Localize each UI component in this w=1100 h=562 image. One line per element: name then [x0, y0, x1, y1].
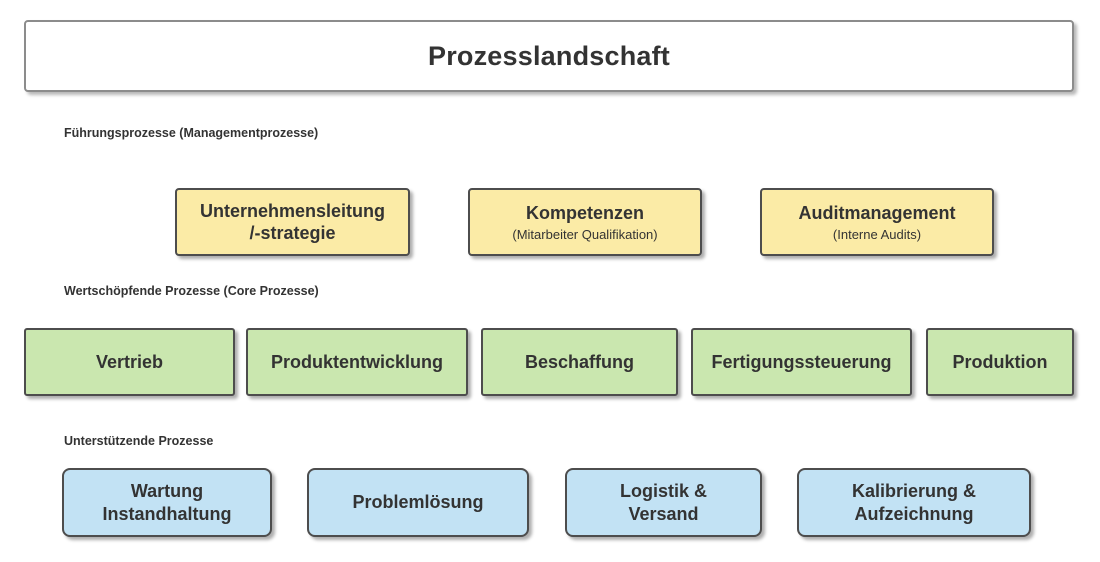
process-box-title: Kompetenzen: [525, 202, 644, 223]
process-box-kompetenzen: Kompetenzen (Mitarbeiter Qualifikation): [468, 188, 702, 256]
process-box-title: Problemlösung: [352, 492, 484, 513]
process-box-unternehmensleitung: Unternehmensleitung /-strategie: [175, 188, 410, 256]
process-box-kalibrierung-aufzeichnung: Kalibrierung & Aufzeichnung: [797, 468, 1031, 537]
process-box-fertigungssteuerung: Fertigungssteuerung: [691, 328, 912, 396]
process-box-title: Unternehmensleitung /-strategie: [199, 200, 386, 244]
process-box-vertrieb: Vertrieb: [24, 328, 235, 396]
process-box-produktion: Produktion: [926, 328, 1074, 396]
process-box-title: Kalibrierung & Aufzeichnung: [851, 481, 976, 524]
process-box-produktentwicklung: Produktentwicklung: [246, 328, 468, 396]
diagram-title: Prozesslandschaft: [428, 40, 670, 71]
section-label-core: Wertschöpfende Prozesse (Core Prozesse): [64, 284, 319, 298]
process-box-title: Produktion: [952, 351, 1048, 372]
section-label-support: Unterstützende Prozesse: [64, 434, 214, 448]
process-box-subtitle: (Interne Audits): [832, 227, 922, 243]
process-box-title: Vertrieb: [95, 351, 164, 372]
process-box-wartung-instandhaltung: Wartung Instandhaltung: [62, 468, 272, 537]
process-box-title: Wartung Instandhaltung: [102, 481, 232, 524]
process-box-title: Produktentwicklung: [270, 351, 443, 372]
process-box-title: Fertigungssteuerung: [711, 351, 892, 372]
process-box-title: Logistik & Versand: [619, 481, 707, 524]
process-box-title: Beschaffung: [524, 351, 634, 372]
process-box-auditmanagement: Auditmanagement (Interne Audits): [760, 188, 994, 256]
process-box-beschaffung: Beschaffung: [481, 328, 678, 396]
process-box-logistik-versand: Logistik & Versand: [565, 468, 762, 537]
process-box-title: Auditmanagement: [798, 202, 956, 223]
process-box-problemloesung: Problemlösung: [307, 468, 529, 537]
section-label-management: Führungsprozesse (Managementprozesse): [64, 126, 319, 140]
process-box-subtitle: (Mitarbeiter Qualifikation): [512, 227, 658, 243]
diagram-title-box: Prozesslandschaft: [24, 20, 1074, 92]
